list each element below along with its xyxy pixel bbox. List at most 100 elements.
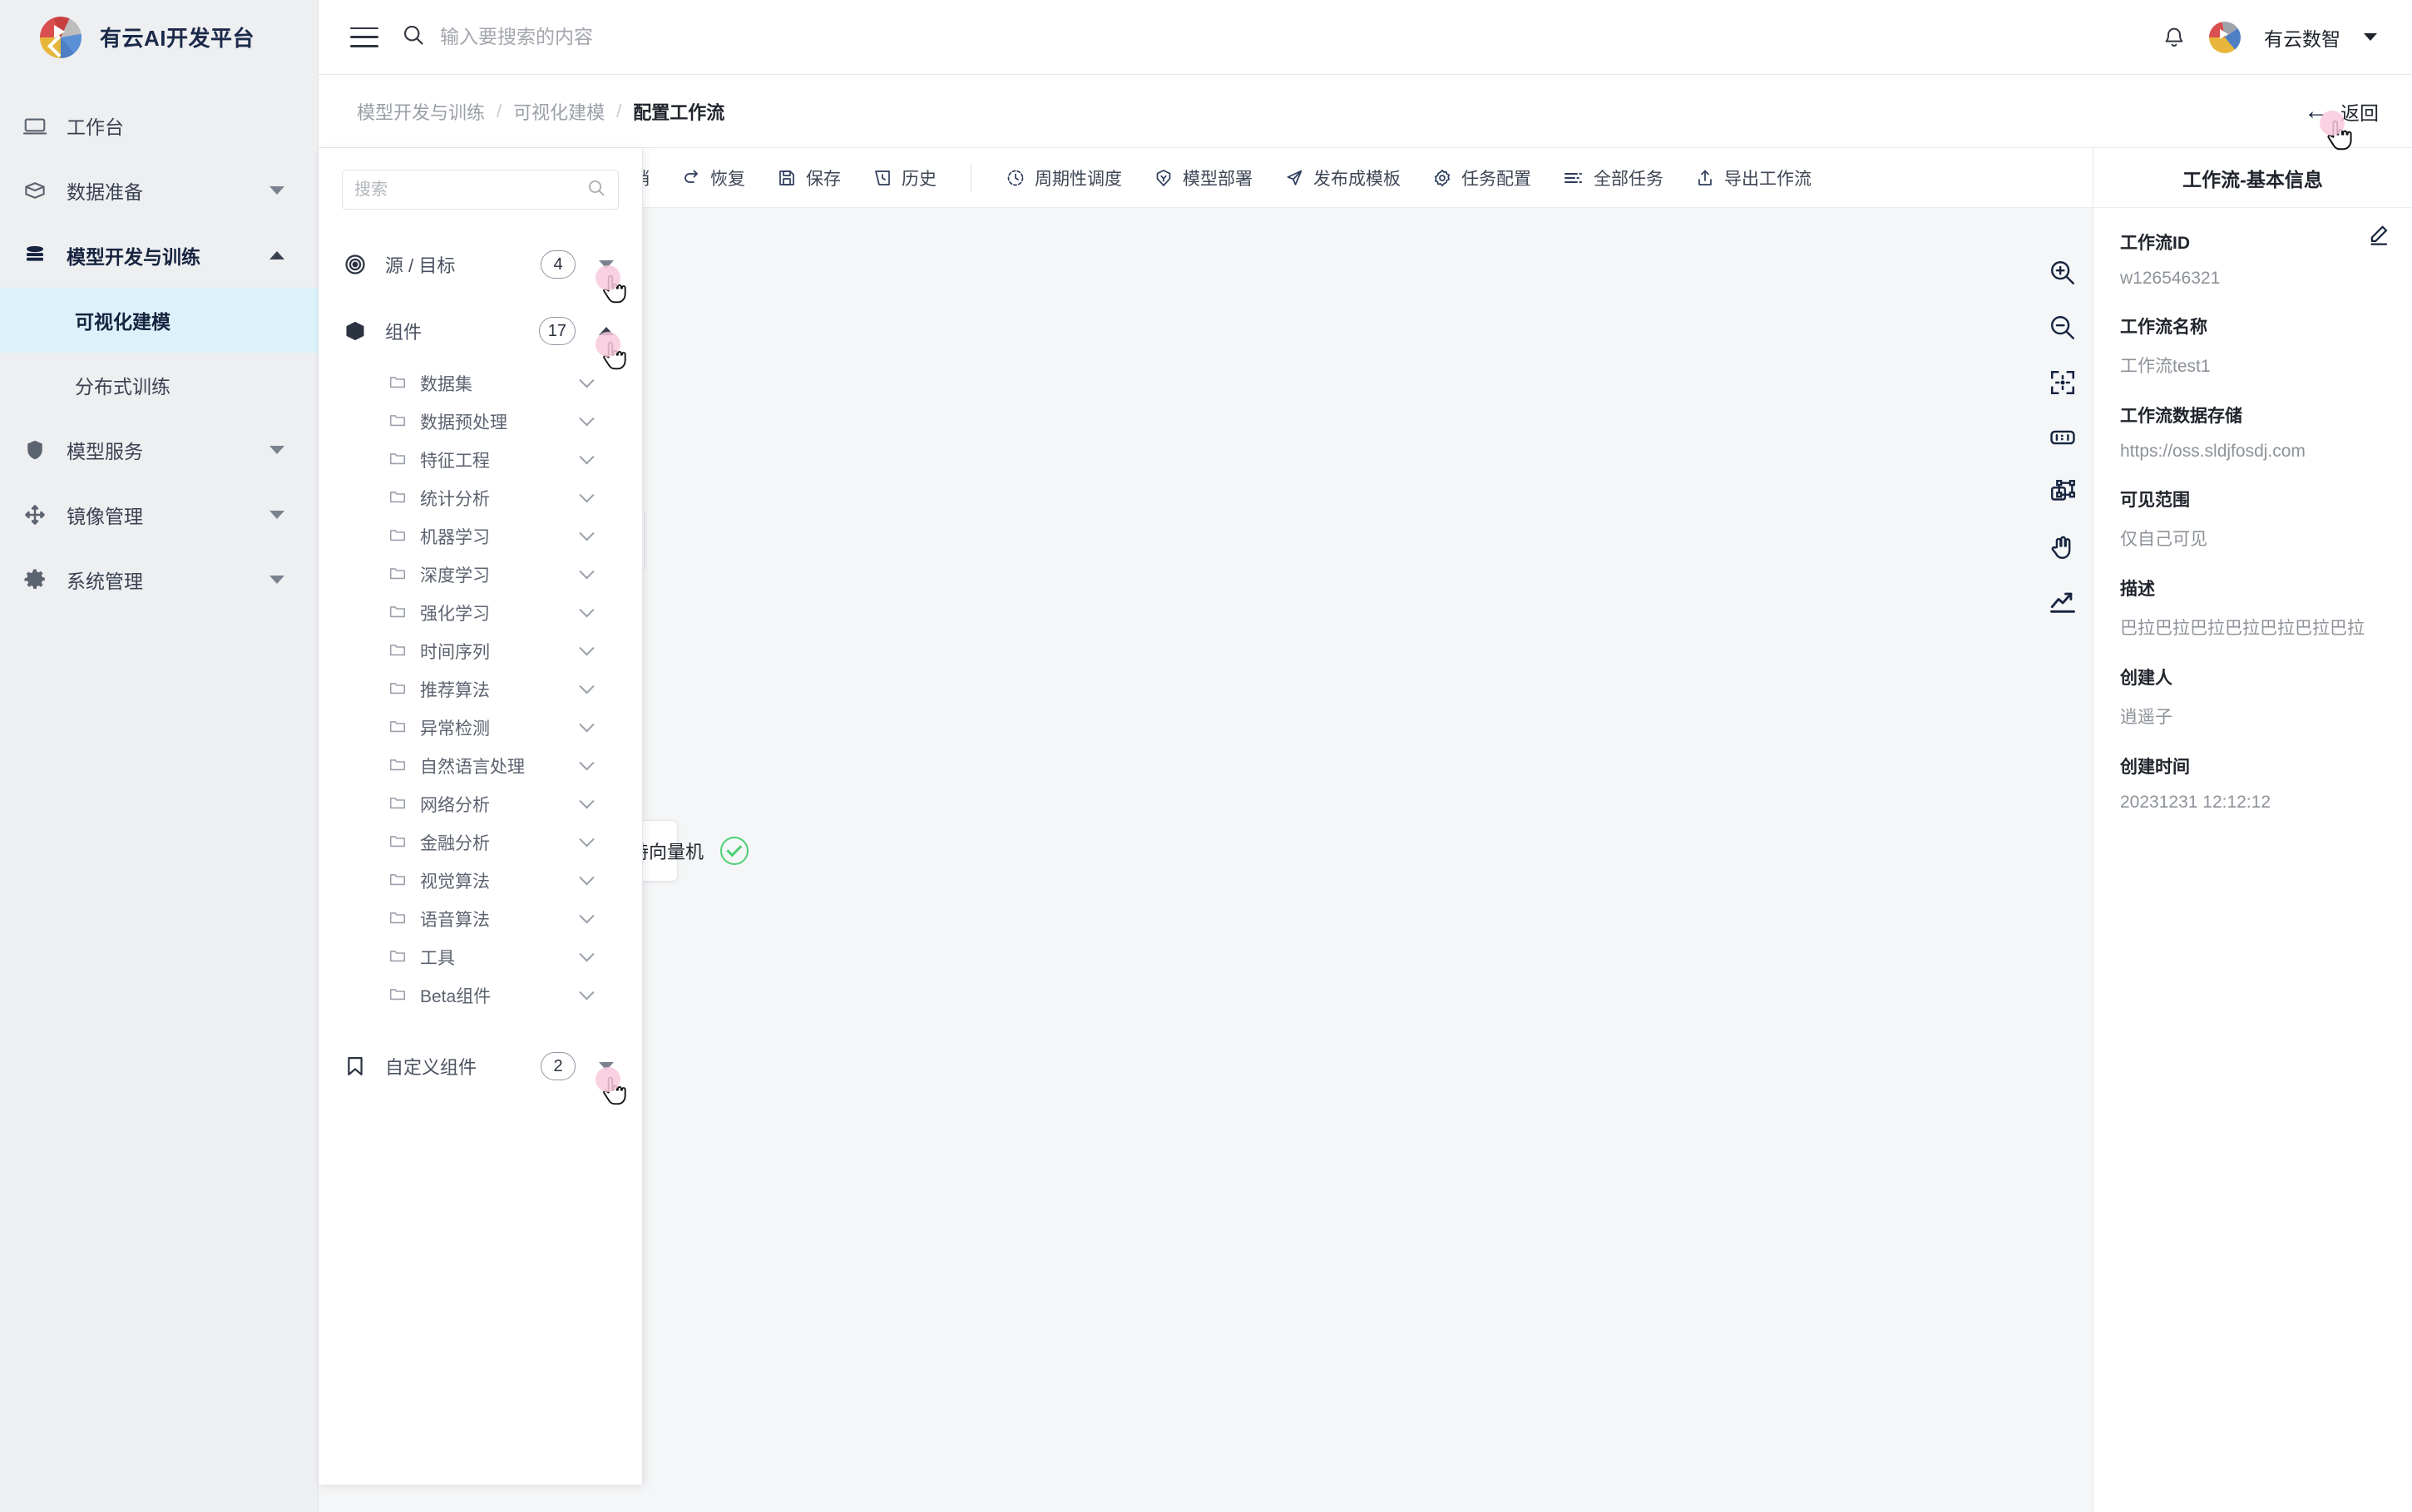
component-folder-label: 数据预处理 [420,413,507,432]
component-folder-row[interactable]: 数据集 [319,364,642,403]
chevron-down-icon[interactable] [269,186,284,195]
zoom-out-icon[interactable] [2046,311,2079,344]
save-button[interactable]: 保存 [761,157,857,199]
sidebar-item-model-dev[interactable]: 模型开发与训练 [0,223,318,288]
chevron-down-icon[interactable] [599,260,614,269]
component-folder-row[interactable]: 视觉算法 [319,862,642,900]
chevron-down-icon[interactable] [579,869,595,885]
chevron-down-icon[interactable] [579,716,595,732]
component-folder-label: 时间序列 [420,643,490,662]
chevron-down-icon[interactable] [579,563,595,579]
chevron-down-icon[interactable] [579,754,595,770]
fit-center-icon[interactable] [2046,366,2079,399]
chevron-down-icon[interactable] [579,831,595,847]
select-box-icon[interactable] [2046,476,2079,509]
chevron-down-icon[interactable] [579,793,595,808]
align-icon[interactable] [2046,421,2079,454]
global-search[interactable] [402,23,906,51]
component-folder-row[interactable]: 异常检测 [319,709,642,747]
chevron-down-icon[interactable] [579,448,595,464]
sidebar-item-workbench[interactable]: 工作台 [0,93,318,158]
component-folder-row[interactable]: 推荐算法 [319,670,642,709]
info-field-label: 创建时间 [2120,758,2190,777]
component-folder-row[interactable]: 网络分析 [319,785,642,823]
breadcrumb-item-1[interactable]: 可视化建模 [513,101,605,123]
component-group-count: 17 [538,317,576,345]
component-folder-row[interactable]: 数据预处理 [319,403,642,441]
info-panel-title: 工作流-基本信息 [2093,148,2412,208]
trend-icon[interactable] [2046,586,2079,619]
deploy-icon [1154,168,1174,188]
edit-pencil-icon[interactable] [2365,223,2390,252]
chevron-down-icon[interactable] [269,446,284,454]
component-group-source-target[interactable]: 源 / 目标 4 [319,231,642,304]
component-folder-row[interactable]: Beta组件 [319,976,642,1015]
deploy-button[interactable]: 模型部署 [1138,157,1268,199]
component-search[interactable] [342,170,619,210]
all-tasks-button[interactable]: 全部任务 [1547,157,1679,199]
chevron-down-icon[interactable] [579,678,595,694]
component-folder-row[interactable]: 强化学习 [319,594,642,632]
component-folder-row[interactable]: 金融分析 [319,823,642,862]
chevron-down-icon[interactable] [579,984,595,1000]
component-group-components[interactable]: 组件 17 [319,298,642,370]
info-field-value: w126546321 [2120,269,2221,288]
chevron-down-icon[interactable] [579,410,595,426]
avatar[interactable] [2209,21,2241,53]
component-folder-row[interactable]: 统计分析 [319,479,642,517]
target-icon [342,251,368,278]
component-folder-row[interactable]: 特征工程 [319,441,642,479]
component-folder-label: 统计分析 [420,490,490,509]
component-search-input[interactable] [354,180,580,200]
toolbar-label: 恢复 [710,169,745,189]
sidebar-item-distributed-training[interactable]: 分布式训练 [0,353,318,418]
pan-hand-icon[interactable] [2046,531,2079,564]
history-button[interactable]: 历史 [857,157,952,199]
chevron-up-icon[interactable] [599,327,614,335]
chevron-down-icon[interactable] [269,576,284,584]
back-button[interactable]: ← 返回 [2304,97,2379,150]
component-folder-row[interactable]: 自然语言处理 [319,747,642,785]
sidebar-item-image-mgmt[interactable]: 镜像管理 [0,482,318,547]
chevron-down-icon[interactable] [579,525,595,541]
chevron-down-icon[interactable] [579,907,595,923]
chevron-up-icon[interactable] [269,251,284,259]
redo-button[interactable]: 恢复 [665,157,761,199]
breadcrumb-item-0[interactable]: 模型开发与训练 [357,101,486,123]
component-group-custom[interactable]: 自定义组件 2 [319,1033,642,1105]
bell-icon[interactable] [2162,25,2186,50]
sidebar-item-model-service[interactable]: 模型服务 [0,418,318,482]
sidebar-item-visual-modeling[interactable]: 可视化建模 [0,288,318,353]
chevron-down-icon[interactable] [269,511,284,519]
chevron-down-icon[interactable] [579,640,595,655]
zoom-in-icon[interactable] [2046,256,2079,289]
sidebar-item-system-mgmt[interactable]: 系统管理 [0,547,318,612]
publish-template-button[interactable]: 发布成模板 [1268,157,1416,199]
chevron-down-icon[interactable] [579,372,595,388]
menu-toggle-button[interactable] [350,27,378,47]
folder-icon [388,373,407,395]
breadcrumb: 模型开发与训练 / 可视化建模 / 配置工作流 [357,98,2304,125]
sidebar-item-data-prep[interactable]: 数据准备 [0,158,318,223]
cube-icon [342,318,368,344]
component-folder-row[interactable]: 机器学习 [319,517,642,556]
folder-icon [388,717,407,739]
export-workflow-button[interactable]: 导出工作流 [1679,157,1827,199]
component-folder-row[interactable]: 工具 [319,938,642,976]
chevron-down-icon[interactable] [2364,33,2377,41]
task-config-button[interactable]: 任务配置 [1416,157,1547,199]
chevron-down-icon[interactable] [599,1062,614,1070]
component-folder-row[interactable]: 语音算法 [319,900,642,938]
chevron-down-icon[interactable] [579,601,595,617]
chevron-down-icon[interactable] [579,946,595,961]
workbench-icon [22,112,48,139]
folder-icon [388,526,407,548]
component-folder-row[interactable]: 时间序列 [319,632,642,670]
top-bar-right: 有云数智 [2162,21,2412,53]
schedule-button[interactable]: 周期性调度 [990,157,1138,199]
component-folder-label: 深度学习 [420,566,490,586]
component-folder-row[interactable]: 深度学习 [319,556,642,594]
chevron-down-icon[interactable] [579,487,595,502]
search-input[interactable] [440,26,906,48]
